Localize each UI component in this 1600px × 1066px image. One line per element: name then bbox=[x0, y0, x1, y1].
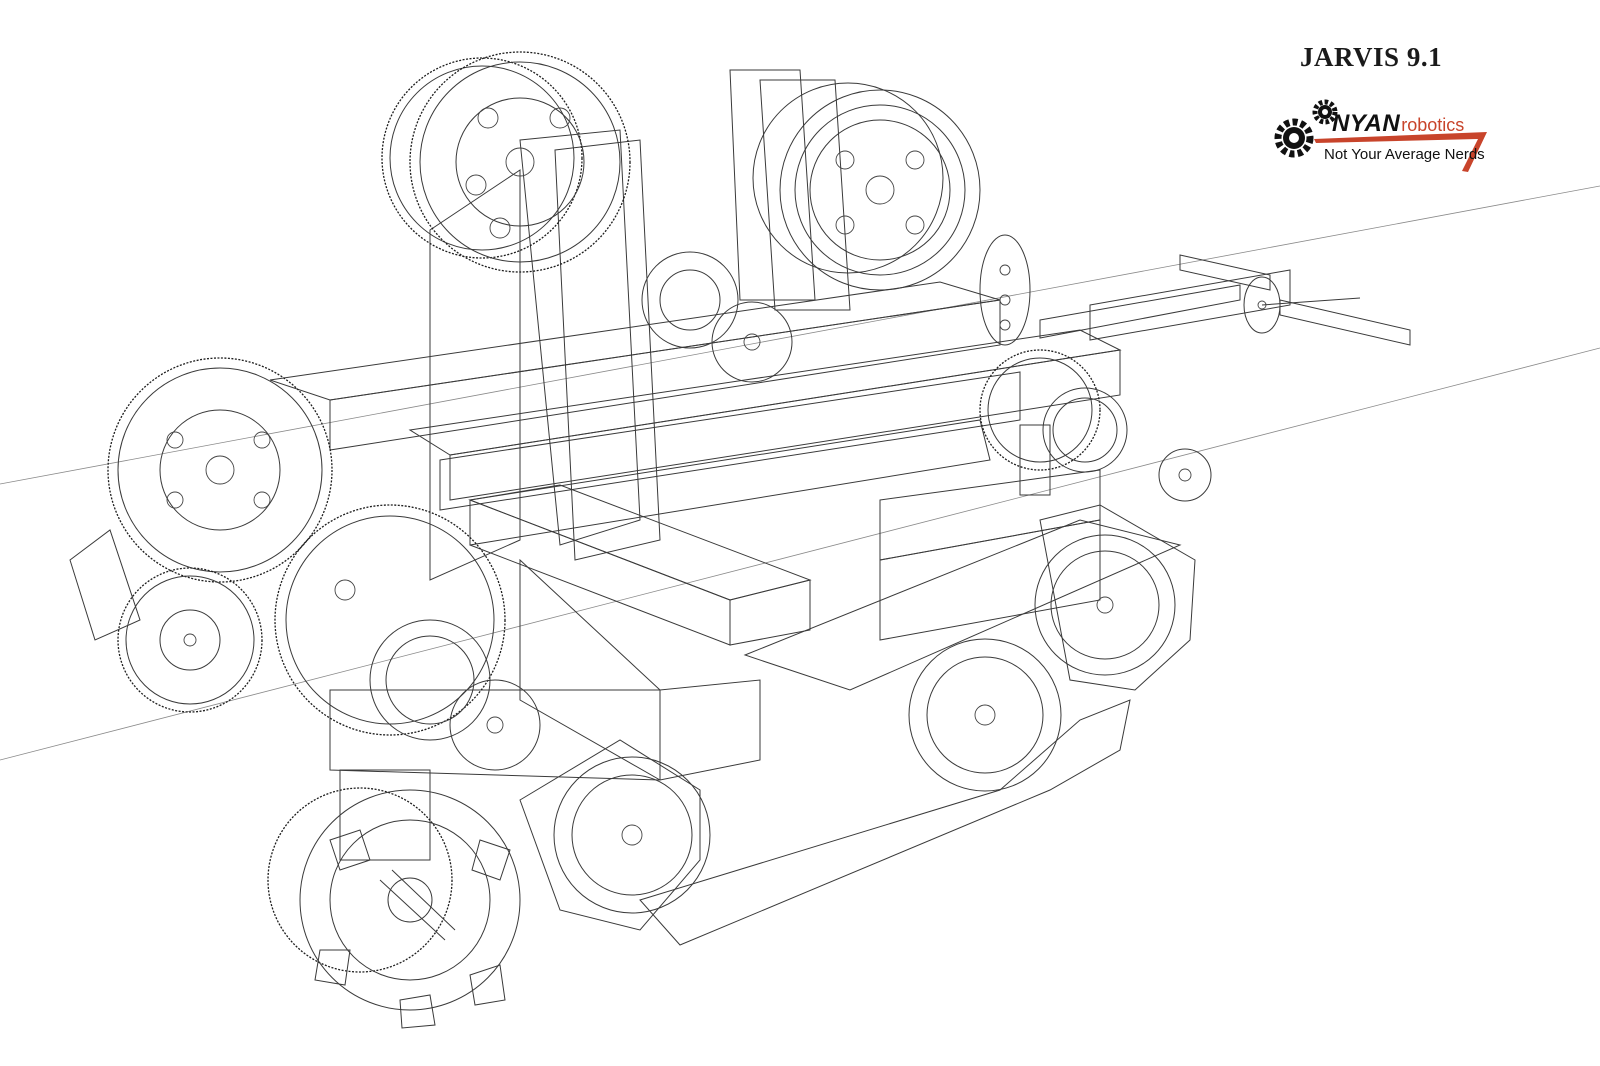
middle-hub-wheels bbox=[642, 235, 1030, 382]
nyan-robotics-logo bbox=[1274, 99, 1487, 172]
track-wheels bbox=[554, 535, 1175, 913]
diagram-title: JARVIS 9.1 bbox=[1300, 42, 1443, 72]
perspective-guide-lines bbox=[0, 186, 1600, 760]
omni-intake-wheel bbox=[268, 788, 520, 1028]
chassis-rails bbox=[270, 282, 1120, 545]
lower-frame bbox=[330, 470, 1100, 860]
upper-right-wheel bbox=[753, 83, 980, 290]
logo-brand-light: robotics bbox=[1401, 115, 1465, 135]
tank-tread-upper bbox=[745, 505, 1195, 690]
right-mid-gear bbox=[980, 350, 1211, 501]
upper-left-gear-pair bbox=[382, 52, 630, 272]
left-gear-stack bbox=[70, 358, 332, 712]
logo-tagline: Not Your Average Nerds bbox=[1324, 146, 1485, 163]
logo-wordmark: NYANrobotics bbox=[1332, 110, 1464, 140]
extension-arm bbox=[1040, 255, 1410, 345]
logo-brand-bold: NYAN bbox=[1332, 110, 1401, 137]
vertical-tower-left bbox=[430, 130, 660, 580]
vertical-tower-right bbox=[730, 70, 850, 310]
gear-pair-icon bbox=[1274, 99, 1338, 158]
swoosh-underline bbox=[1314, 132, 1487, 172]
tank-tread-lower bbox=[520, 700, 1130, 945]
front-big-gear bbox=[275, 505, 540, 770]
